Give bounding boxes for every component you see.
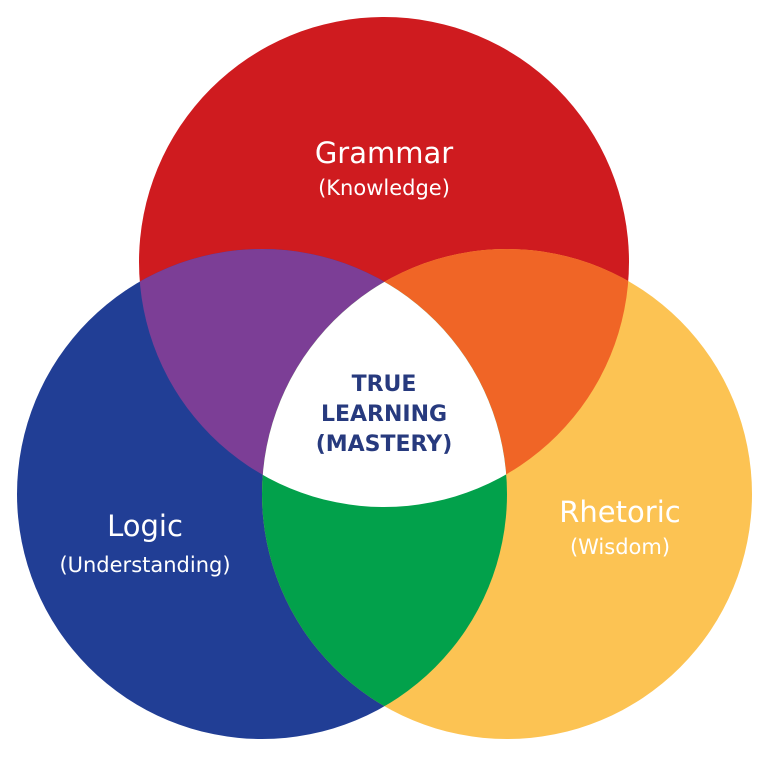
grammar-title: Grammar xyxy=(315,136,453,170)
center-overlap xyxy=(262,249,507,507)
center-line-2: LEARNING xyxy=(321,402,447,427)
grammar-subtitle: (Knowledge) xyxy=(318,176,450,200)
rhetoric-title: Rhetoric xyxy=(559,495,680,529)
rhetoric-subtitle: (Wisdom) xyxy=(570,535,670,559)
center-line-3: (MASTERY) xyxy=(316,432,453,457)
center-line-1: TRUE xyxy=(352,372,417,397)
logic-subtitle: (Understanding) xyxy=(59,553,230,577)
logic-title: Logic xyxy=(107,509,183,543)
